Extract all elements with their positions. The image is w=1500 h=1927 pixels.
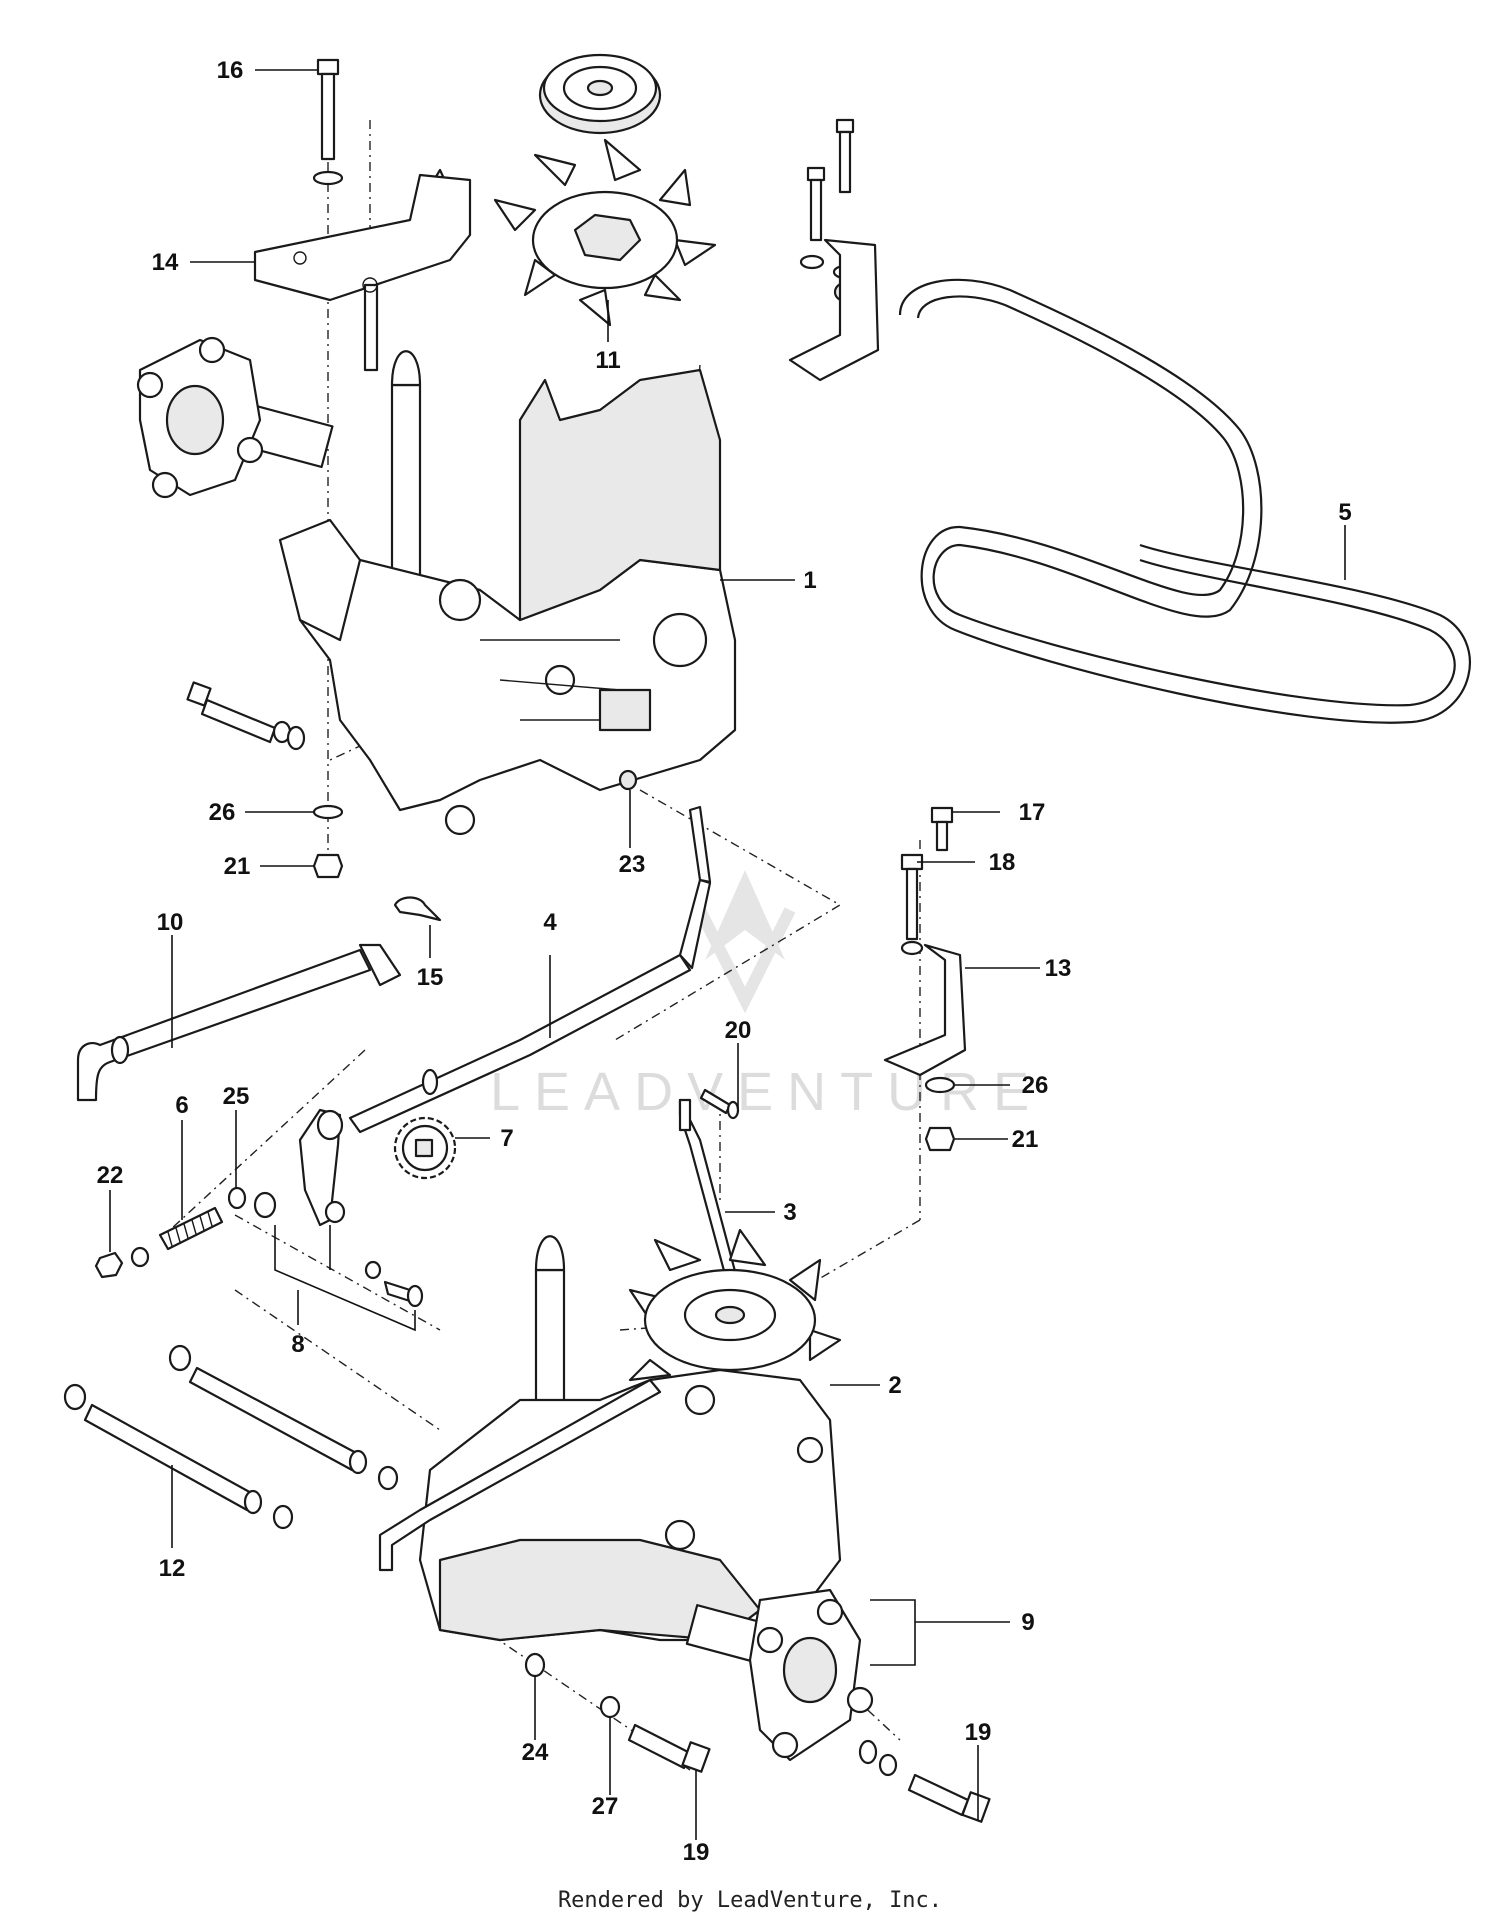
callout-15: 15 — [417, 964, 444, 991]
bolt-upper-left — [186, 681, 638, 879]
rod-4 — [348, 805, 712, 1134]
callout-2: 2 — [888, 1372, 901, 1399]
callout-7: 7 — [500, 1125, 513, 1152]
callout-17: 17 — [1019, 799, 1046, 826]
render-credit: Rendered by LeadVenture, Inc. — [557, 1888, 943, 1913]
callout-1: 1 — [803, 567, 816, 594]
callout-16: 16 — [217, 57, 244, 84]
belt-5 — [898, 278, 1471, 724]
upper-bracket — [788, 118, 880, 382]
bracket-14 — [253, 168, 472, 372]
callout-26-upper: 26 — [209, 799, 236, 826]
callout-22: 22 — [97, 1162, 124, 1189]
callout-4: 4 — [543, 909, 557, 936]
sprocket-7 — [393, 1116, 457, 1180]
callout-25: 25 — [223, 1083, 250, 1110]
callout-5: 5 — [1338, 499, 1351, 526]
watermark-text: LEADVENTURE — [490, 1062, 1043, 1122]
callout-19-right: 19 — [965, 1719, 992, 1746]
fan-11 — [493, 138, 717, 327]
nut-22 — [94, 1246, 150, 1279]
pulley-11-top — [538, 53, 662, 135]
callout-13: 13 — [1045, 955, 1072, 982]
callout-6: 6 — [175, 1092, 188, 1119]
leader-lines — [109, 69, 1346, 1840]
transaxle-2 — [378, 1228, 874, 1762]
callout-26-lower: 26 — [1022, 1072, 1049, 1099]
pin-20 — [699, 1088, 740, 1120]
rod-10 — [76, 943, 402, 1102]
callout-8: 8 — [291, 1331, 304, 1358]
callout-21-lower: 21 — [1012, 1126, 1039, 1153]
spring-6 — [158, 1206, 224, 1251]
arm-8 — [253, 1108, 424, 1332]
washer-25 — [227, 1186, 247, 1210]
callout-19-left: 19 — [683, 1839, 710, 1866]
callout-23: 23 — [619, 851, 646, 878]
callout-24: 24 — [522, 1739, 549, 1766]
callout-3: 3 — [783, 1199, 796, 1226]
callout-20: 20 — [725, 1017, 752, 1044]
callout-12: 12 — [159, 1555, 186, 1582]
bottom-hardware — [524, 1652, 991, 1823]
clip-15 — [393, 896, 442, 922]
callout-14: 14 — [152, 249, 179, 276]
bolt-16 — [312, 58, 344, 186]
callouts: 16 14 11 5 1 26 21 23 17 18 10 15 4 13 2… — [97, 57, 1352, 1866]
tubes-12 — [63, 1344, 399, 1530]
transaxle-1 — [136, 336, 737, 836]
callout-18: 18 — [989, 849, 1016, 876]
callout-11: 11 — [595, 347, 620, 374]
callout-21-upper: 21 — [224, 853, 251, 880]
callout-10: 10 — [157, 909, 184, 936]
callout-9: 9 — [1021, 1609, 1034, 1636]
callout-27: 27 — [592, 1793, 619, 1820]
